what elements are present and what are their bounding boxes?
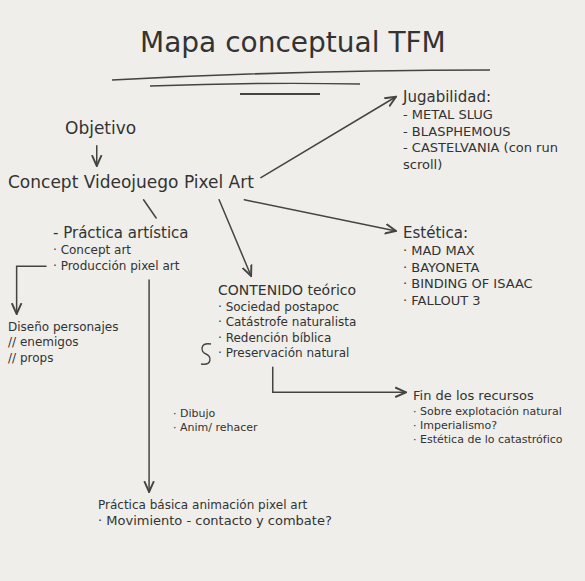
- concept-item: - BLASPHEMOUS: [403, 124, 575, 141]
- concept-arrow: [96, 146, 98, 166]
- title-underline: [150, 83, 360, 86]
- concept-heading: Estética:: [403, 224, 533, 243]
- concept-item: · Anim/ rehacer: [173, 421, 258, 435]
- concept-item: - METAL SLUG: [403, 107, 575, 124]
- map-title: Mapa conceptual TFM: [140, 26, 446, 59]
- concept-heading: Objetivo: [65, 118, 136, 140]
- concept-item: · MAD MAX: [403, 243, 533, 260]
- concept-item: - CASTELVANIA (con run scroll): [403, 140, 575, 173]
- concept-cluster: · Dibujo· Anim/ rehacer: [170, 405, 261, 437]
- concept-cluster: Diseño personajes// enemigos// props: [5, 318, 121, 368]
- title-underline: [112, 70, 490, 80]
- concept-heading: Jugabilidad:: [403, 88, 575, 107]
- concept-arrow: [244, 200, 396, 231]
- concept-heading: · Dibujo: [173, 407, 258, 421]
- squiggle-mark: [201, 344, 211, 365]
- concept-cluster: Estética:· MAD MAX· BAYONETA· BINDING OF…: [400, 222, 536, 312]
- concept-heading: - Práctica artística: [53, 224, 189, 243]
- concept-heading: Práctica básica animación pixel art: [98, 498, 332, 513]
- concept-item: · Imperialismo?: [413, 419, 563, 433]
- concept-item: · Concept art: [53, 243, 189, 258]
- concept-item: · FALLOUT 3: [403, 293, 533, 310]
- concept-cluster: - Práctica artística· Concept art· Produ…: [50, 222, 192, 276]
- concept-heading: Concept Videojuego Pixel Art: [8, 172, 254, 194]
- concept-arrow: [148, 280, 150, 492]
- concept-arrow: [273, 367, 406, 392]
- concept-item: · Sobre explotación natural: [413, 405, 563, 419]
- concept-arrow: [261, 97, 396, 178]
- concept-item: · Catástrofe naturalista: [218, 315, 356, 330]
- concept-cluster: Jugabilidad:- METAL SLUG- BLASPHEMOUS- C…: [400, 86, 578, 176]
- concept-item: · Preservación natural: [218, 346, 356, 361]
- concept-cluster: Objetivo: [62, 116, 139, 142]
- concept-item: · BAYONETA: [403, 260, 533, 277]
- concept-item: · BINDING OF ISAAC: [403, 276, 533, 293]
- concept-cluster: Concept Videojuego Pixel Art: [5, 170, 257, 196]
- concept-item: · Producción pixel art: [53, 259, 189, 274]
- concept-item: · Sociedad postapoc: [218, 300, 356, 315]
- concept-cluster: Fin de los recursos· Sobre explotación n…: [410, 386, 566, 449]
- concept-item: // enemigos: [8, 335, 118, 350]
- concept-item: · Redención bíblica: [218, 331, 356, 346]
- concept-cluster: CONTENIDO teórico· Sociedad postapoc· Ca…: [215, 280, 359, 363]
- concept-heading: Diseño personajes: [8, 320, 118, 335]
- title-underline: [240, 93, 320, 95]
- concept-arrow: [144, 200, 157, 218]
- concept-arrow: [219, 200, 251, 276]
- concept-heading: CONTENIDO teórico: [218, 282, 356, 300]
- concept-item: // props: [8, 351, 118, 366]
- concept-arrow: [17, 266, 46, 314]
- concept-item: · Movimiento - contacto y combate?: [98, 513, 332, 530]
- concept-heading: Fin de los recursos: [413, 388, 563, 405]
- concept-cluster: Práctica básica animación pixel art· Mov…: [95, 496, 335, 532]
- concept-item: · Estética de lo catastrófico: [413, 433, 563, 447]
